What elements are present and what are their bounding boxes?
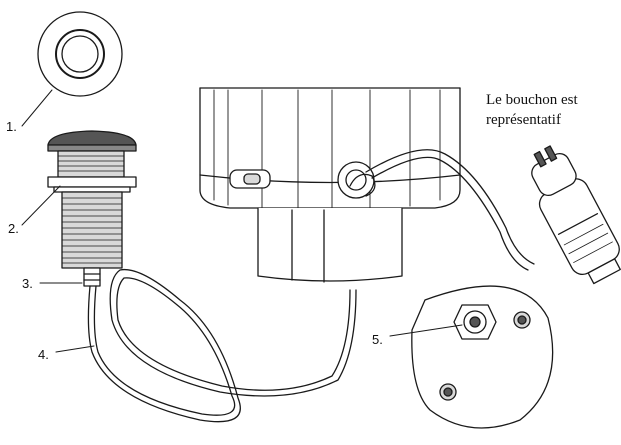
callout-4: 4. — [38, 347, 49, 362]
power-cord — [365, 149, 535, 271]
plug-note-line-2: représentatif — [486, 112, 561, 128]
plug-note: Le bouchon est représentatif — [486, 90, 578, 130]
air-tube — [87, 268, 357, 423]
bottom-view — [411, 285, 554, 429]
air-switch-side-view — [47, 130, 137, 287]
disposer-unit — [199, 87, 461, 283]
callout-3: 3. — [22, 276, 33, 291]
plug — [531, 145, 621, 285]
plug-note-line-1: Le bouchon est — [486, 92, 578, 108]
callout-1: 1. — [6, 119, 17, 134]
callout-5: 5. — [372, 332, 383, 347]
air-switch-top-view — [37, 11, 123, 97]
callout-2: 2. — [8, 221, 19, 236]
callout-leaders — [21, 89, 463, 353]
